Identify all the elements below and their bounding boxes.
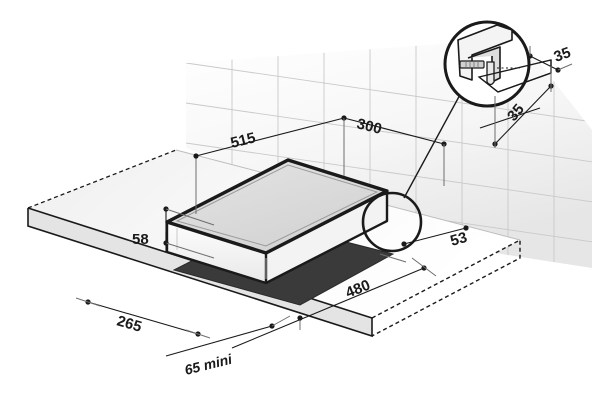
dimension-35-horizontal: 35 xyxy=(527,44,573,73)
worktop-left-edge-hidden xyxy=(27,149,177,209)
detail-screw-pin xyxy=(486,61,495,86)
dimension-265: 265 xyxy=(75,297,211,339)
dimension-label-515: 515 xyxy=(229,129,257,152)
dimension-label-58: 58 xyxy=(132,231,149,248)
detail-clamp-screw xyxy=(459,60,485,69)
hob-appliance xyxy=(165,158,389,285)
dimension-label-35-horizontal: 35 xyxy=(552,44,573,66)
dimension-label-53: 53 xyxy=(448,229,469,250)
dimension-515: 515 xyxy=(193,115,347,214)
dimension-label-65mini: 65 mini xyxy=(183,350,235,377)
dimension-label-300: 300 xyxy=(355,115,383,138)
detail-marker-circle xyxy=(361,191,423,253)
dimension-65mini: 65 mini xyxy=(165,315,291,378)
worktop-right-edge-hidden xyxy=(371,238,521,337)
dimension-58: 58 xyxy=(132,206,215,259)
dimension-300: 300 xyxy=(343,115,447,186)
dimension-53: 53 xyxy=(379,225,469,263)
dimension-label-265: 265 xyxy=(115,313,144,336)
bracket-detail-callout xyxy=(443,20,531,108)
detail-leader-line xyxy=(403,79,469,199)
